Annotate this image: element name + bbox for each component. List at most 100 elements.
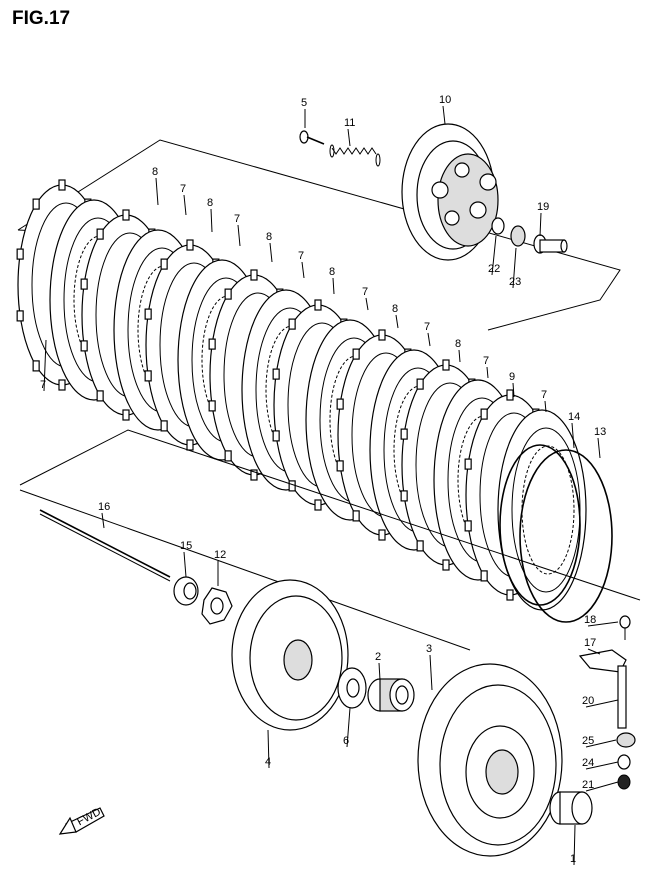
plate-tab [336, 398, 344, 410]
plate-tab [352, 348, 360, 360]
primary-driven-gear-assembly [417, 663, 563, 857]
plate-tab [122, 409, 130, 421]
plate-tab [314, 499, 322, 511]
spacer [549, 791, 593, 825]
leader-line [365, 297, 369, 311]
part-number-label: 13 [594, 426, 606, 438]
part-number-label: 2 [375, 651, 381, 663]
leader-line [210, 208, 213, 233]
leader-line [183, 551, 187, 578]
pressure-plate [401, 123, 499, 261]
leader-line [269, 242, 273, 263]
plate-tab [464, 520, 472, 532]
wire-ring [519, 449, 613, 623]
release-arm-assembly [578, 615, 636, 790]
leader-line [346, 707, 351, 748]
part-number-label: 19 [537, 201, 549, 213]
leader-line [512, 382, 515, 398]
part-number-label: 7 [362, 286, 368, 298]
part-number-label: 22 [488, 263, 500, 275]
leader-line [183, 194, 187, 216]
plate-tab [288, 318, 296, 330]
leader-line [585, 699, 619, 708]
leader-line [332, 277, 335, 295]
plate-tab [160, 258, 168, 270]
plate-tab [272, 368, 280, 380]
leader-line [43, 339, 47, 392]
lock-washer [201, 587, 233, 625]
part-number-label: 23 [509, 276, 521, 288]
part-number-label: 18 [584, 614, 596, 626]
plate-tab [208, 338, 216, 350]
plate-tab [96, 228, 104, 240]
plate-tab [400, 490, 408, 502]
part-number-label: 7 [298, 250, 304, 262]
part-number-label: 16 [98, 501, 110, 513]
plate-tab [416, 378, 424, 390]
plate-tab [250, 269, 258, 281]
part-number-label: 5 [301, 97, 307, 109]
leader-line [378, 662, 381, 681]
leader-line [458, 349, 461, 363]
leader-line [101, 512, 105, 529]
spring-washer [499, 444, 581, 606]
leader-line [395, 314, 399, 329]
plate-tab [506, 589, 514, 601]
leader-line [587, 648, 601, 655]
plate-tab [144, 308, 152, 320]
leader-line [301, 261, 305, 279]
plate-tab [400, 428, 408, 440]
plate-tab [58, 179, 66, 191]
part-number-label: 9 [509, 371, 515, 383]
part-number-label: 20 [582, 695, 594, 707]
part-number-label: 4 [265, 756, 271, 768]
part-number-label: 12 [214, 549, 226, 561]
plate-tab [32, 198, 40, 210]
part-number-label: 7 [180, 183, 186, 195]
plate-tab [80, 340, 88, 352]
part-number-label: 8 [392, 303, 398, 315]
plate-tab [480, 570, 488, 582]
plate-tab [80, 278, 88, 290]
needle-bearing [367, 678, 415, 712]
leader-line [237, 224, 241, 247]
leader-line [486, 366, 489, 379]
part-number-label: 10 [439, 94, 451, 106]
part-number-label: 24 [582, 757, 594, 769]
leader-line [585, 739, 617, 748]
part-number-label: 6 [343, 735, 349, 747]
plate-tab [464, 458, 472, 470]
clutch-spring [329, 144, 381, 167]
plate-tab [506, 389, 514, 401]
plate-tab [144, 370, 152, 382]
plate-tab [416, 540, 424, 552]
plate-tab [96, 390, 104, 402]
leader-line [587, 621, 619, 627]
leader-line [429, 654, 433, 691]
plate-tab [272, 430, 280, 442]
part-number-label: 14 [568, 411, 580, 423]
part-number-label: 7 [40, 379, 46, 391]
figure-title: FIG.17 [12, 8, 71, 29]
plate-tab [314, 299, 322, 311]
part-number-label: 7 [483, 355, 489, 367]
callout-leaders [43, 105, 619, 866]
plate-tab [186, 439, 194, 451]
leader-line [442, 105, 446, 125]
plate-tab [288, 480, 296, 492]
plate-tab [58, 379, 66, 391]
plate-tab [32, 360, 40, 372]
plate-tab [224, 288, 232, 300]
plate-tab [208, 400, 216, 412]
part-number-label: 7 [234, 213, 240, 225]
leader-line [597, 437, 601, 459]
plate-tab [480, 408, 488, 420]
plate-tab [442, 359, 450, 371]
leader-line [544, 400, 547, 413]
clutch-nut [173, 576, 199, 606]
part-number-label: 3 [426, 643, 432, 655]
plate-tab [442, 559, 450, 571]
bearing [510, 225, 526, 247]
